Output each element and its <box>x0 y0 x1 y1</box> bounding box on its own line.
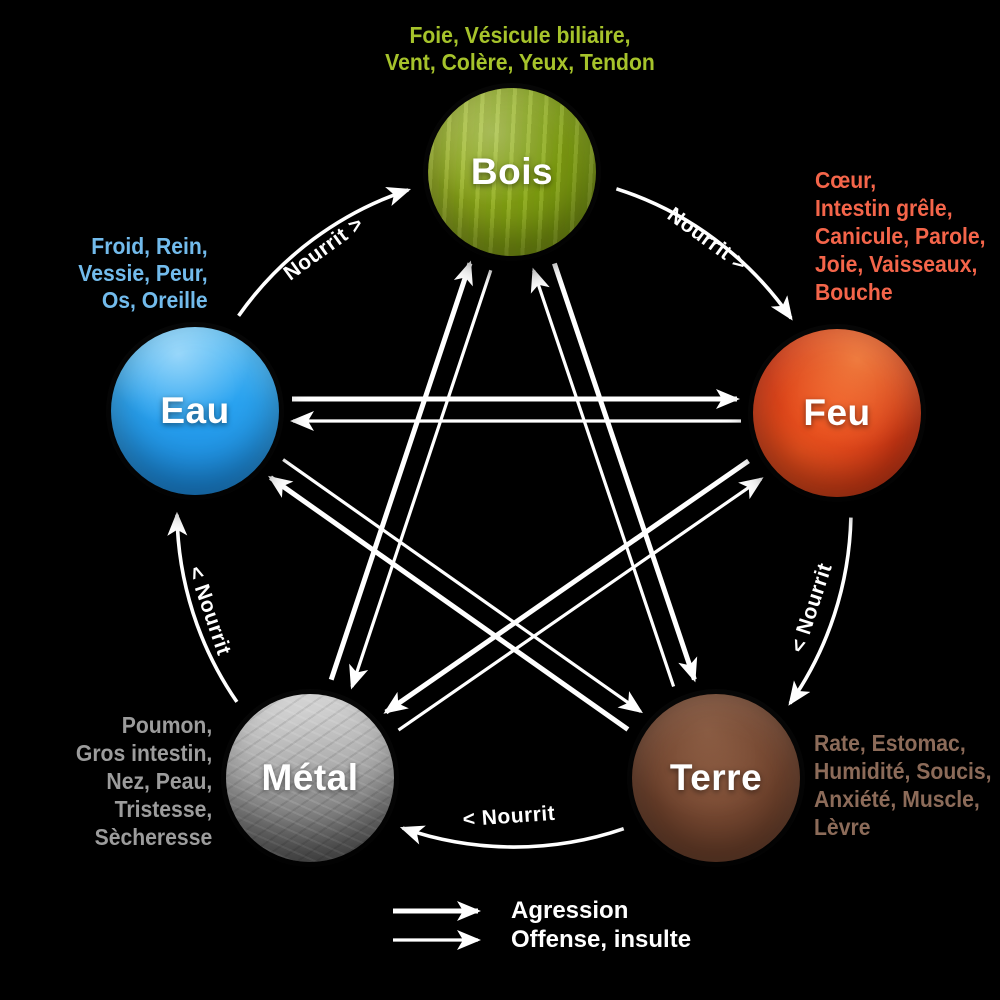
arc-bois-feu <box>615 187 793 321</box>
arrow-metal-bois <box>328 260 473 681</box>
metal-attributes: Poumon, Gros intestin, Nez, Peau, Triste… <box>76 711 212 851</box>
arrow-bois-terre <box>552 262 698 683</box>
attribute-line: Joie, Vaisseaux, <box>815 251 978 277</box>
offense-arrows <box>282 267 764 732</box>
attribute-line: Canicule, Parole, <box>815 223 986 249</box>
attribute-line: Nez, Peau, <box>106 768 212 794</box>
attribute-line: Intestin grêle, <box>815 195 953 221</box>
element-circle-feu: Feu <box>753 329 921 497</box>
feu-attributes: Cœur, Intestin grêle, Canicule, Parole, … <box>815 166 986 306</box>
element-label-eau: Eau <box>160 390 230 431</box>
legend-label-agression: Agression <box>511 897 629 924</box>
attribute-line: Anxiété, Muscle, <box>814 786 980 812</box>
nourrit-arcs <box>167 187 853 849</box>
attribute-line: Lèvre <box>814 814 871 840</box>
element-label-terre: Terre <box>669 757 763 798</box>
element-label-bois: Bois <box>470 151 554 192</box>
element-label-feu: Feu <box>803 392 871 433</box>
element-label-metal: Métal <box>261 757 359 798</box>
attribute-line: Foie, Vésicule biliaire, <box>409 22 631 48</box>
eau-attributes: Froid, Rein, Vessie, Peur, Os, Oreille <box>79 233 208 314</box>
attribute-line: Sècheresse <box>94 824 212 850</box>
attribute-line: Os, Oreille <box>102 287 208 313</box>
attribute-line: Froid, Rein, <box>91 233 208 259</box>
attribute-line: Rate, Estomac, <box>814 730 966 756</box>
attribute-line: Humidité, Soucis, <box>814 758 992 784</box>
element-circle-terre: Terre <box>632 694 800 862</box>
arc-metal-eau <box>167 511 239 703</box>
attribute-line: Poumon, <box>121 712 212 738</box>
legend-label-offense: Offense, insulte <box>511 926 692 953</box>
attribute-line: Tristesse, <box>114 796 212 822</box>
bois-attributes: Foie, Vésicule biliaire, Vent, Colère, Y… <box>385 22 655 76</box>
attribute-line: Vessie, Peur, <box>78 260 208 286</box>
arrow-feu-metal <box>383 458 750 715</box>
attribute-line: Cœur, <box>815 167 877 193</box>
arc-eau-bois <box>237 187 412 317</box>
arrow-eau-terre <box>282 458 643 714</box>
agression-arrows <box>268 260 750 732</box>
element-circle-bois: Bois <box>428 88 596 256</box>
arrow-terre-bois <box>530 267 676 688</box>
attribute-line: Vent, Colère, Yeux, Tendon <box>385 49 655 75</box>
element-circle-eau: Eau <box>111 327 279 495</box>
arc-terre-metal <box>399 825 625 849</box>
arrow-bois-metal <box>349 269 493 690</box>
arc-feu-terre <box>788 517 853 706</box>
arrow-metal-feu <box>397 477 764 732</box>
attribute-line: Bouche <box>815 279 893 305</box>
attribute-line: Gros intestin, <box>75 740 212 766</box>
element-circle-metal: Métal <box>226 694 394 862</box>
legend-arrows <box>393 901 481 950</box>
arrow-terre-eau <box>268 475 630 732</box>
terre-attributes: Rate, Estomac, Humidité, Soucis, Anxiété… <box>814 729 992 841</box>
